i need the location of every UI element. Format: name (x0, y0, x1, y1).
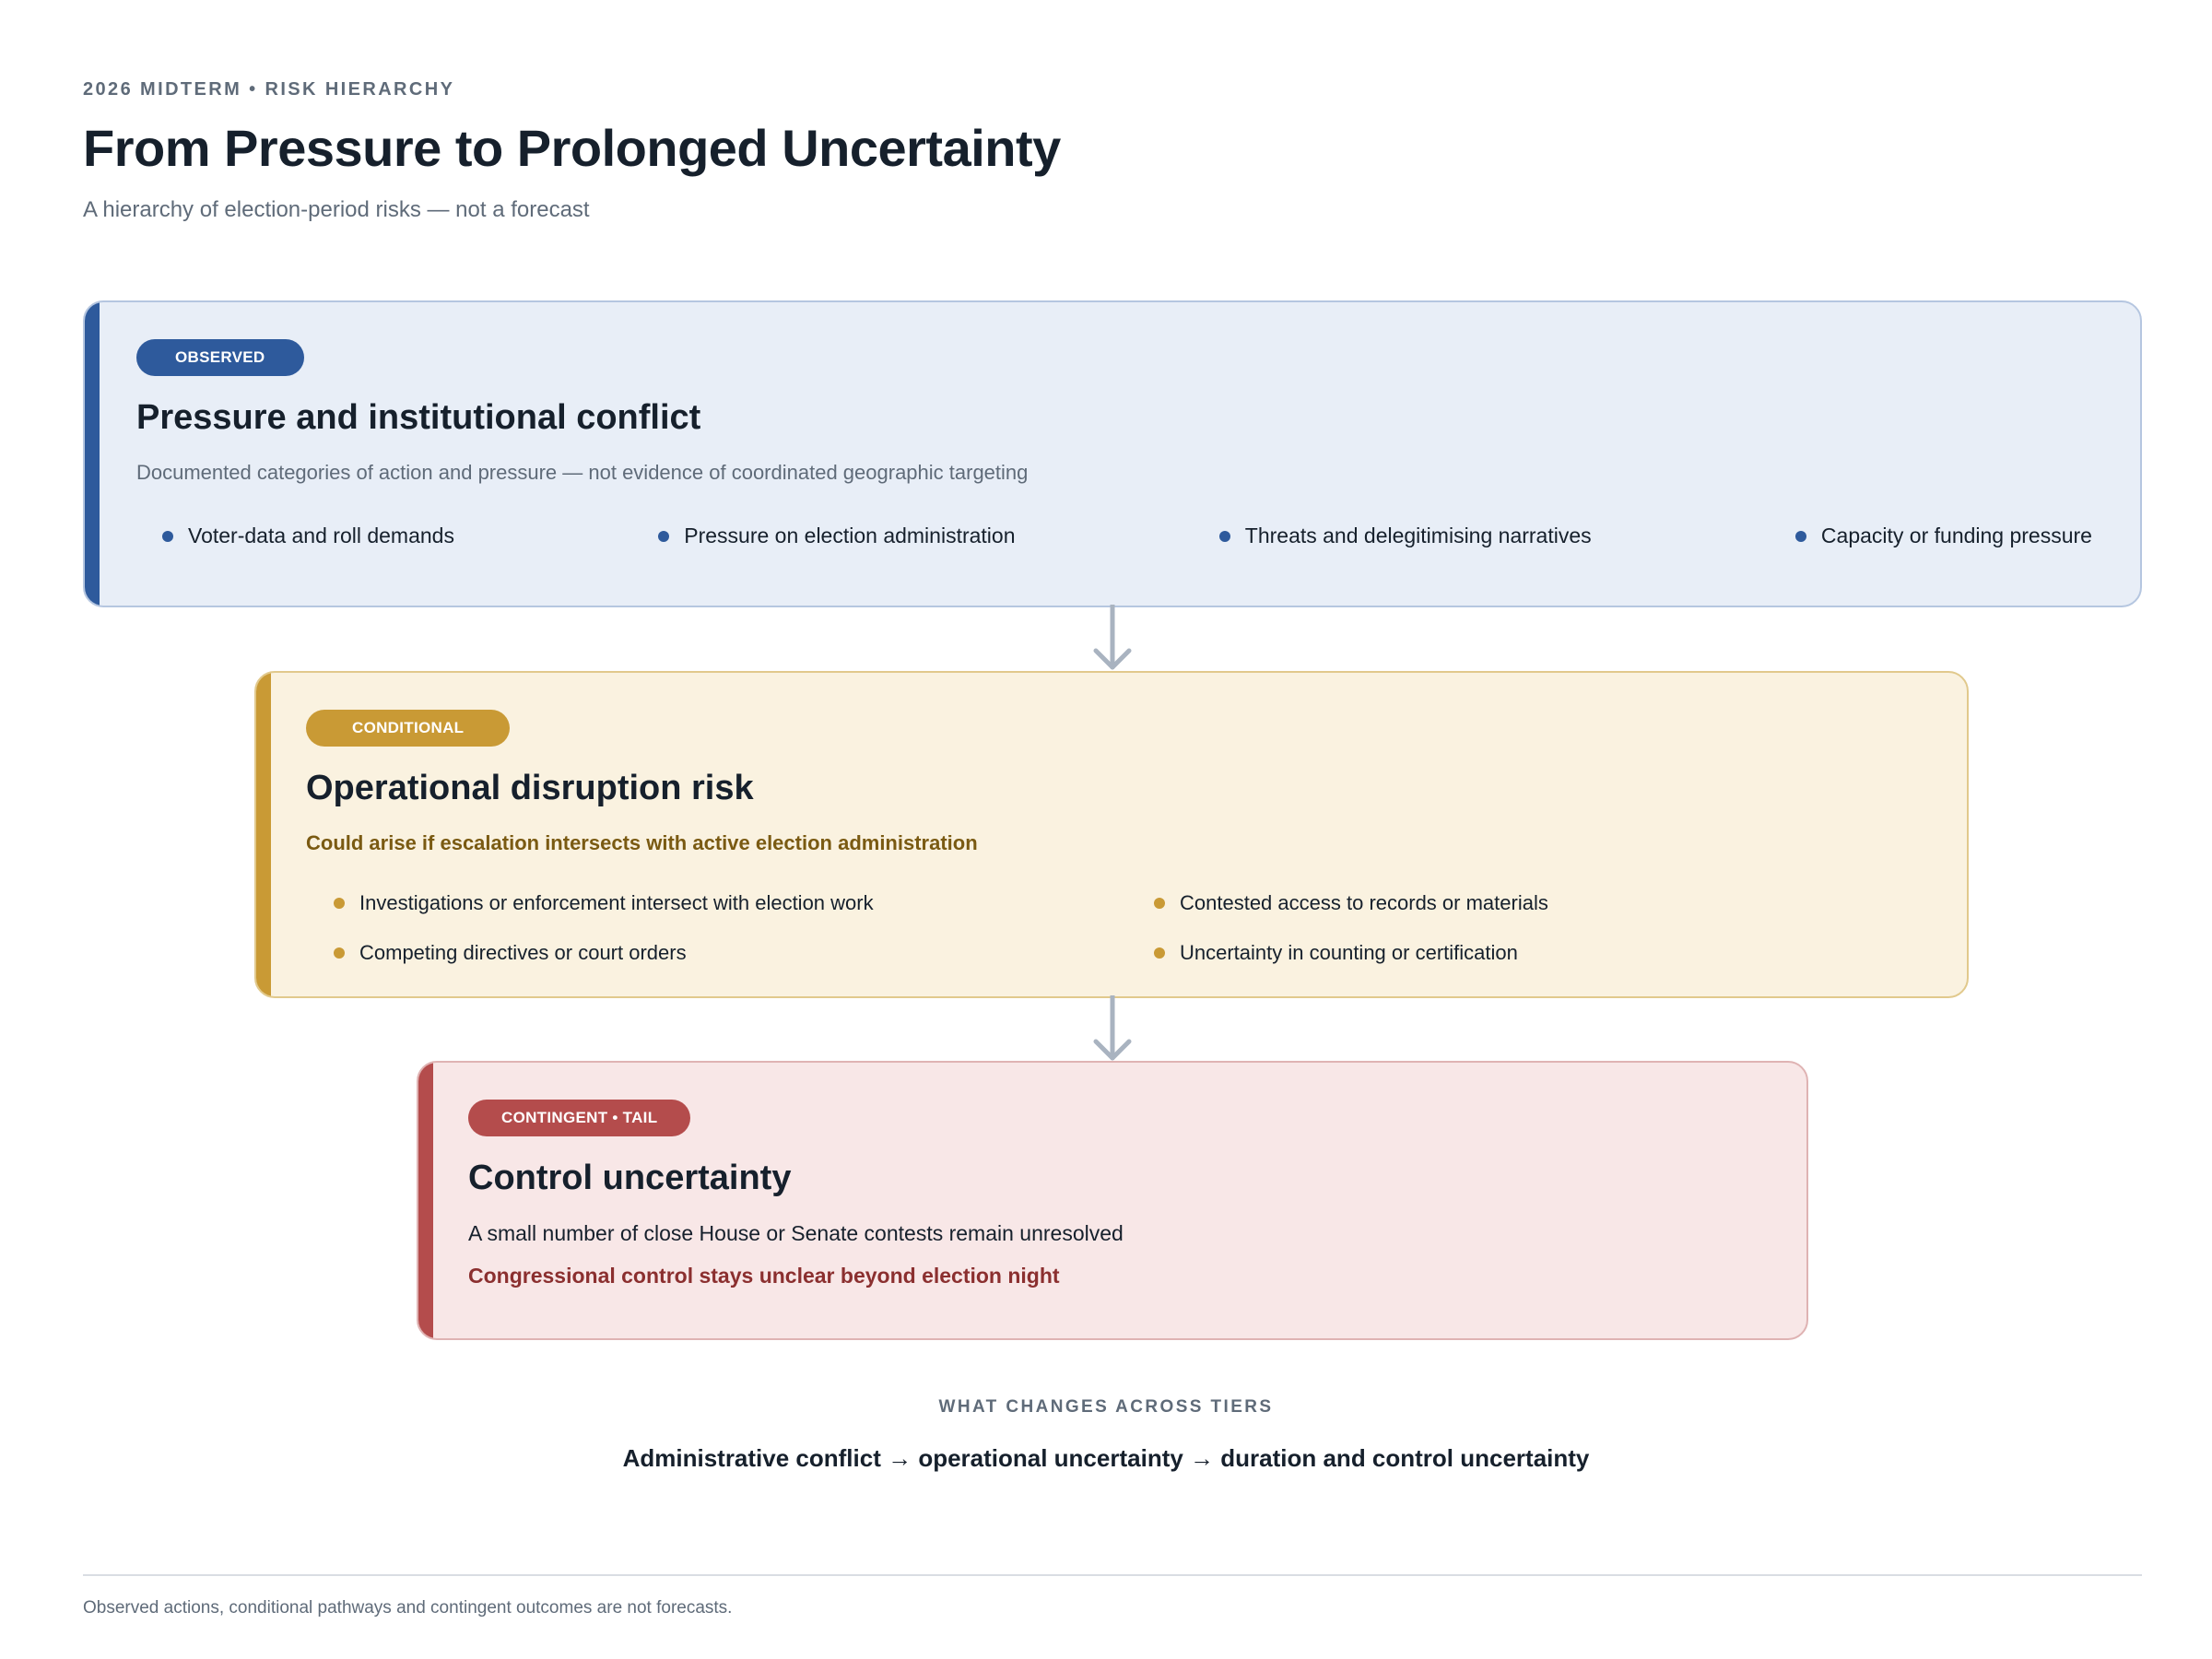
tier-outcome: Congressional control stays unclear beyo… (468, 1264, 1060, 1288)
list-item: Pressure on election administration (658, 524, 1016, 548)
tier-badge: CONDITIONAL (306, 710, 511, 747)
tier-accent-bar (85, 302, 100, 606)
divider (83, 1574, 2142, 1576)
list-item: Investigations or enforcement intersect … (334, 888, 1154, 918)
list-item: Threats and delegitimising narratives (1218, 524, 1592, 548)
list-item: Capacity or funding pressure (1794, 524, 2092, 548)
page-subtitle: A hierarchy of election-period risks — n… (83, 197, 590, 222)
page-title: From Pressure to Prolonged Uncertainty (83, 119, 1061, 177)
item-label: Threats and delegitimising narratives (1244, 524, 1592, 547)
summary-label: WHAT CHANGES ACROSS TIERS (938, 1397, 1274, 1417)
tier-description: A small number of close House or Senate … (468, 1221, 1124, 1245)
tier-observed: OBSERVED Pressure and institutional conf… (83, 300, 2142, 607)
list-item: Competing directives or court orders (334, 938, 1154, 968)
tier-badge: OBSERVED (136, 339, 304, 376)
list-item: Uncertainty in counting or certification (1154, 938, 1956, 968)
arrow-down-icon (1093, 995, 1132, 1061)
tier-accent-bar (256, 673, 271, 996)
bullet-icon (334, 947, 345, 959)
tier-items: Investigations or enforcement intersect … (334, 888, 1956, 968)
tier-badge: CONTINGENT • TAIL (468, 1100, 691, 1136)
tier-items: Voter-data and roll demands Pressure on … (162, 524, 2092, 548)
item-label: Pressure on election administration (684, 524, 1016, 547)
item-label: Uncertainty in counting or certification (1180, 941, 1518, 964)
item-label: Capacity or funding pressure (1820, 524, 2092, 547)
tier-title: Control uncertainty (468, 1159, 792, 1197)
tier-description: Documented categories of action and pres… (136, 461, 1029, 484)
bullet-icon (334, 898, 345, 909)
item-label: Voter-data and roll demands (188, 524, 454, 547)
summary-text: Administrative conflict → operational un… (622, 1444, 1590, 1472)
bullet-icon (1154, 947, 1165, 959)
bullet-icon (162, 530, 173, 542)
list-item: Voter-data and roll demands (162, 524, 454, 548)
bullet-icon (1218, 530, 1230, 542)
tier-contingent: CONTINGENT • TAIL Control uncertainty A … (417, 1061, 1808, 1340)
eyebrow: 2026 MIDTERM • RISK HIERARCHY (83, 79, 455, 100)
footnote: Observed actions, conditional pathways a… (83, 1598, 733, 1618)
bullet-icon (1154, 898, 1165, 909)
tier-conditional: CONDITIONAL Operational disruption risk … (254, 671, 1969, 998)
bullet-icon (1794, 530, 1806, 542)
arrow-down-icon (1093, 605, 1132, 670)
bullet-icon (658, 530, 670, 542)
item-label: Contested access to records or materials (1180, 891, 1548, 914)
tier-title: Pressure and institutional conflict (136, 398, 701, 437)
tier-title: Operational disruption risk (306, 769, 754, 807)
tier-condition: Could arise if escalation intersects wit… (306, 831, 978, 854)
item-label: Investigations or enforcement intersect … (359, 891, 874, 914)
list-item: Contested access to records or materials (1154, 888, 1956, 918)
tier-accent-bar (418, 1063, 433, 1338)
item-label: Competing directives or court orders (359, 941, 687, 964)
